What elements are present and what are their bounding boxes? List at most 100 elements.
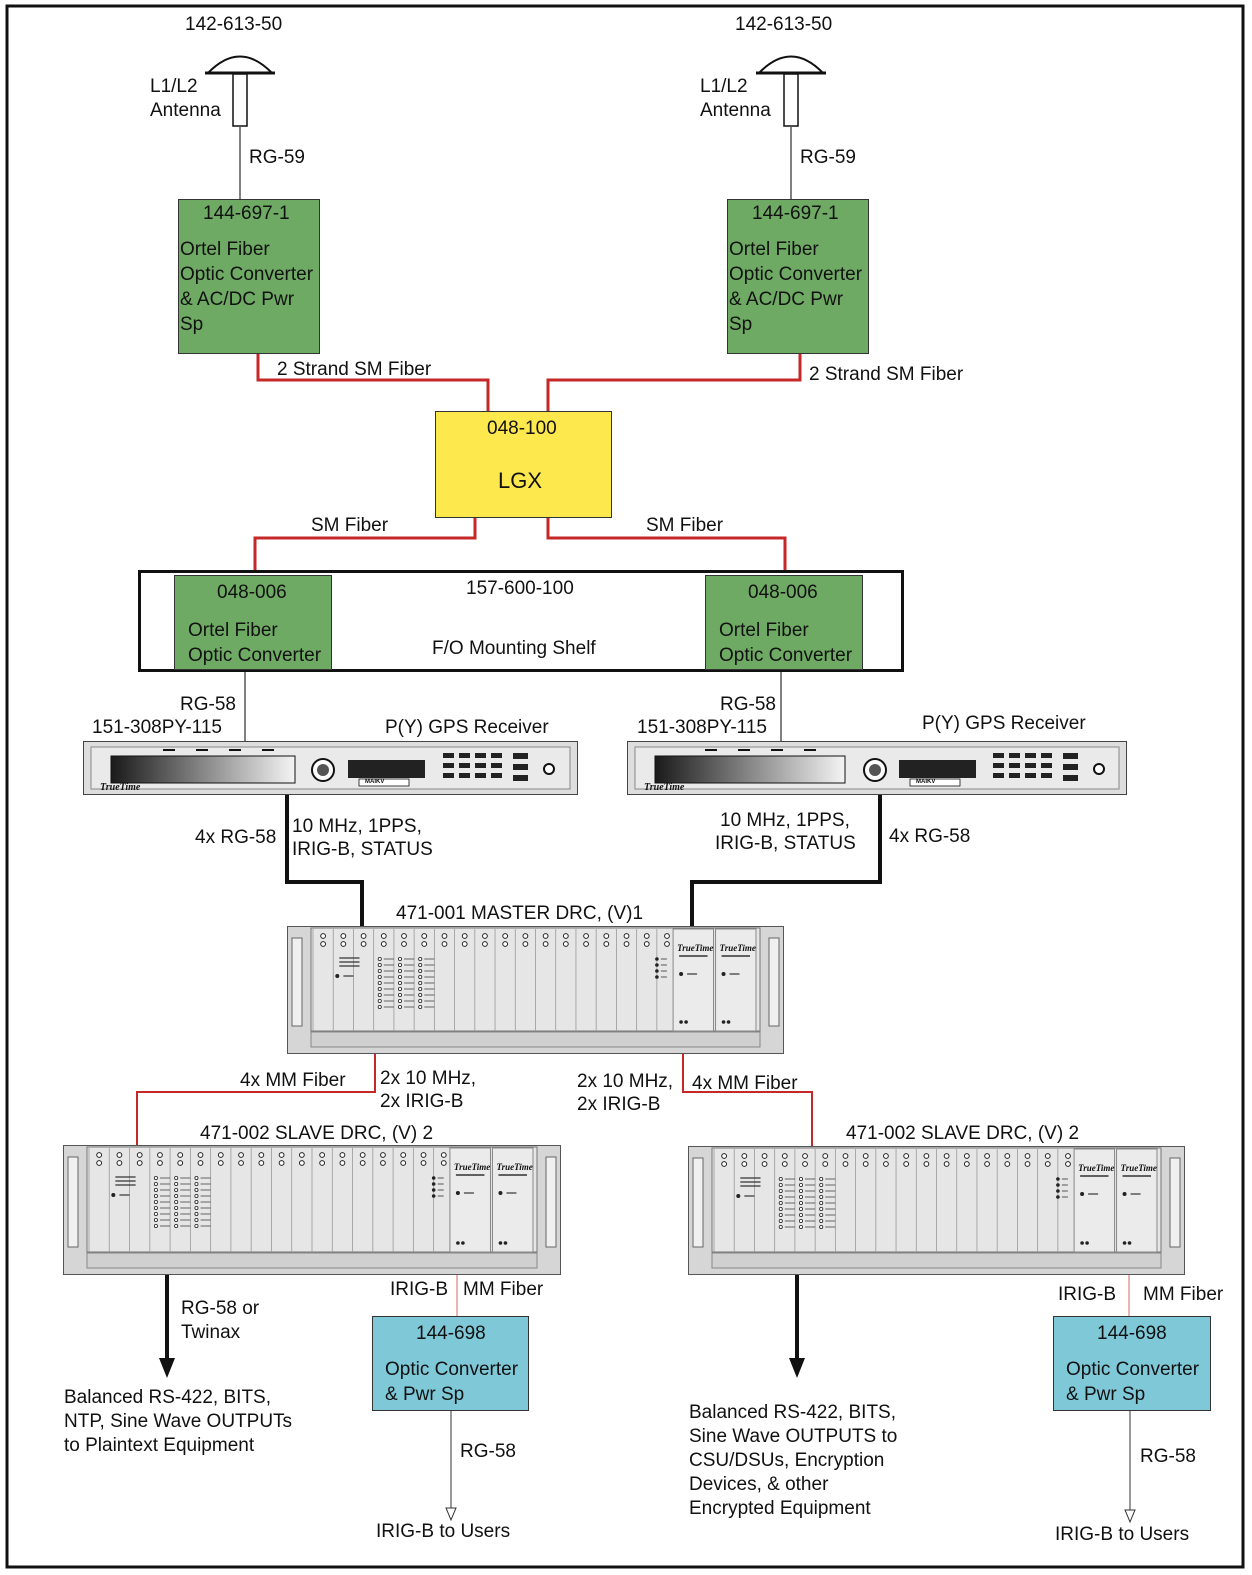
antenna-part-number: 142-613-50 <box>185 14 283 35</box>
brand-logo: TrueTime <box>1078 1163 1114 1173</box>
converter-label: Optic Converter <box>180 264 314 285</box>
arrow-down-icon <box>1124 1509 1136 1524</box>
signal-label: 10 MHz, 1PPS, <box>720 810 850 831</box>
cable-label: RG-58 <box>1140 1446 1196 1467</box>
output-description: Balanced RS-422, BITS, <box>64 1387 271 1408</box>
slave-drc-chassis: TrueTime TrueTime <box>688 1146 1185 1275</box>
sm-fiber-line <box>256 354 490 411</box>
display-label: MAIKV <box>916 779 936 785</box>
users-label: IRIG-B to Users <box>1055 1524 1190 1545</box>
signal-label: 2x IRIG-B <box>577 1094 661 1115</box>
slave-drc-chassis: TrueTime TrueTime <box>63 1145 561 1275</box>
arrow-down-icon <box>789 1358 805 1378</box>
cable-label: RG-58 or <box>181 1298 260 1319</box>
signal-label: 2x 10 MHz, <box>577 1071 674 1092</box>
brand-logo: TrueTime <box>496 1162 532 1172</box>
brand-logo: TrueTime <box>720 943 756 953</box>
fiber-label: MM Fiber <box>1143 1284 1224 1305</box>
part-number: 151-308PY-115 <box>637 717 767 738</box>
converter-label: Optic Converter <box>188 645 322 666</box>
converter-label: Optic Converter <box>719 645 853 666</box>
brand-logo: TrueTime <box>644 782 685 793</box>
cable-label: RG-58 <box>180 694 236 715</box>
signal-label: 2x IRIG-B <box>380 1091 464 1112</box>
part-number: 048-100 <box>487 418 557 439</box>
fiber-optic-converter: 144-697-1 Ortel Fiber Optic Converter & … <box>727 199 869 354</box>
output-description: CSU/DSUs, Encryption <box>689 1450 885 1471</box>
sm-fiber-line <box>546 518 787 575</box>
fiber-optic-converter: 048-006 Ortel Fiber Optic Converter <box>705 575 863 670</box>
output-description: to Plaintext Equipment <box>64 1435 255 1456</box>
fiber-label: MM Fiber <box>463 1279 544 1300</box>
sm-fiber-line <box>546 354 802 411</box>
part-number: 151-308PY-115 <box>92 717 222 738</box>
fiber-label: 4x MM Fiber <box>692 1073 798 1094</box>
fiber-label: SM Fiber <box>311 515 389 536</box>
antenna-label: Antenna <box>700 100 771 121</box>
mm-fiber-line <box>136 1054 376 1146</box>
converter-label: Ortel Fiber <box>719 620 809 641</box>
part-number: 144-697-1 <box>203 203 290 224</box>
optic-converter: 144-698 Optic Converter & Pwr Sp <box>372 1316 529 1411</box>
converter-label: Optic Converter <box>729 264 863 285</box>
slave-drc-title: 471-002 SLAVE DRC, (V) 2 <box>200 1123 434 1144</box>
converter-label: Optic Converter <box>1066 1359 1200 1380</box>
antenna-label: L1/L2 <box>700 76 748 97</box>
cable-label: RG-59 <box>249 147 305 168</box>
gps-receiver: TrueTime MAIKV <box>627 741 1127 795</box>
cable-label: Twinax <box>181 1322 241 1343</box>
converter-label: Ortel Fiber <box>188 620 278 641</box>
cable-label: 4x RG-58 <box>195 827 277 848</box>
part-number: 157-600-100 <box>466 578 574 599</box>
converter-label: Sp <box>180 314 204 335</box>
coax-bundle <box>285 795 364 927</box>
users-label: IRIG-B to Users <box>376 1521 511 1542</box>
cable-label: RG-58 <box>460 1441 516 1462</box>
fiber-optic-converter: 048-006 Ortel Fiber Optic Converter <box>174 575 332 670</box>
receiver-title: P(Y) GPS Receiver <box>385 717 549 738</box>
output-description: NTP, Sine Wave OUTPUTs <box>64 1411 293 1432</box>
signal-label: 10 MHz, 1PPS, <box>292 816 422 837</box>
converter-label: & Pwr Sp <box>1066 1384 1146 1405</box>
converter-label: Sp <box>729 314 753 335</box>
antenna-part-number: 142-613-50 <box>735 14 833 35</box>
signal-label: IRIG-B, STATUS <box>292 839 433 860</box>
antenna-icon <box>756 55 826 127</box>
optic-converter: 144-698 Optic Converter & Pwr Sp <box>1053 1316 1211 1411</box>
antenna-label: Antenna <box>150 100 221 121</box>
antenna-label: L1/L2 <box>150 76 198 97</box>
sm-fiber-line <box>253 518 477 575</box>
signal-label: IRIG-B <box>1058 1284 1117 1305</box>
fiber-label: 4x MM Fiber <box>240 1070 346 1091</box>
lgx-title: LGX <box>498 468 543 493</box>
master-drc-title: 471-001 MASTER DRC, (V)1 <box>396 903 644 924</box>
fiber-label: SM Fiber <box>646 515 724 536</box>
brand-logo: TrueTime <box>1121 1163 1157 1173</box>
output-description: Balanced RS-422, BITS, <box>689 1402 896 1423</box>
receiver-title: P(Y) GPS Receiver <box>922 713 1086 734</box>
lgx-panel: 048-100 LGX <box>435 411 612 518</box>
signal-label: 2x 10 MHz, <box>380 1068 477 1089</box>
brand-logo: TrueTime <box>454 1162 490 1172</box>
arrow-down-icon <box>159 1358 175 1378</box>
mm-fiber-line <box>682 1054 813 1146</box>
converter-label: Optic Converter <box>385 1359 519 1380</box>
arrow-down-icon <box>445 1507 457 1522</box>
brand-logo: TrueTime <box>677 943 713 953</box>
part-number: 048-006 <box>748 582 818 603</box>
cable-label: 4x RG-58 <box>889 826 971 847</box>
coax-bundle <box>690 795 882 927</box>
slave-drc-title: 471-002 SLAVE DRC, (V) 2 <box>846 1123 1080 1144</box>
output-description: Devices, & other <box>689 1474 829 1495</box>
converter-label: & AC/DC Pwr <box>729 289 844 310</box>
page-border <box>5 4 1245 1569</box>
gps-receiver: TrueTime MAIKV <box>83 741 578 795</box>
fiber-label: 2 Strand SM Fiber <box>809 364 964 385</box>
part-number: 048-006 <box>217 582 287 603</box>
output-description: Sine Wave OUTPUTS to <box>689 1426 898 1447</box>
part-number: 144-698 <box>416 1323 486 1344</box>
cable-label: RG-58 <box>720 694 776 715</box>
converter-label: & Pwr Sp <box>385 1384 465 1405</box>
